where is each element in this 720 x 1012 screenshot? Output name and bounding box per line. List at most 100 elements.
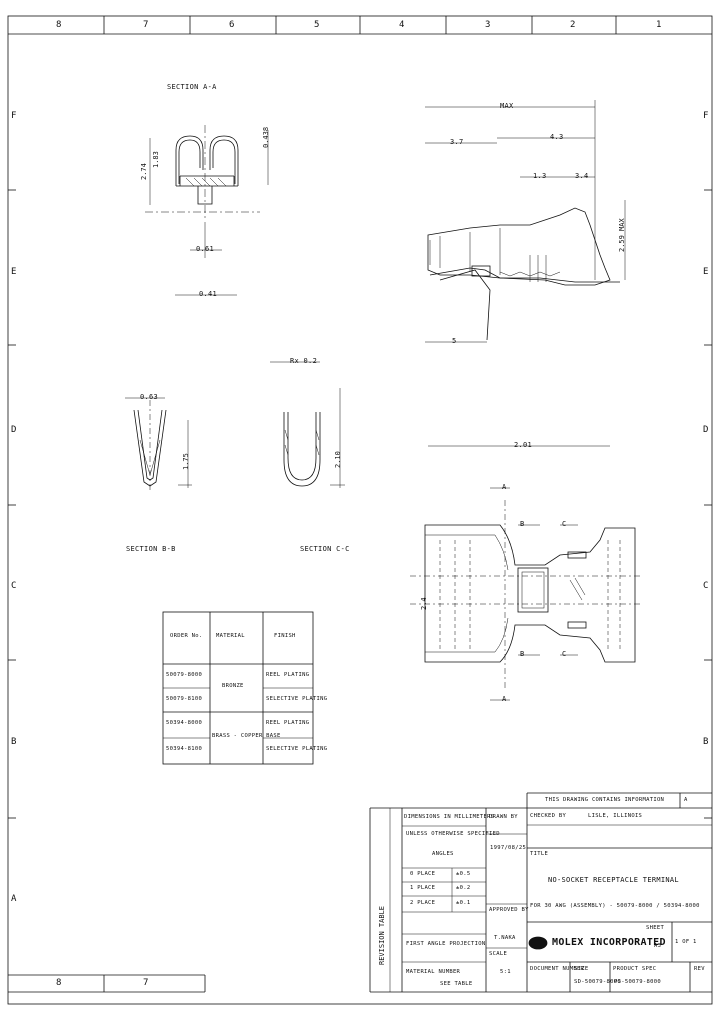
title-rev-label: REV (694, 966, 705, 972)
title-sheet-no-label: SHEET (646, 925, 665, 931)
title-approved-label: APPROVED BY (489, 907, 529, 913)
top-b-top: B (520, 520, 525, 528)
title-drawn-label: DRAWN BY (489, 814, 518, 820)
table-row-order: 50079-8000 (166, 672, 203, 678)
title-sheet-label: THIS DRAWING CONTAINS INFORMATION (545, 797, 665, 803)
zone-row-d-right: D (703, 425, 709, 435)
zone-col-5: 5 (314, 20, 320, 30)
table-header-finish: FINISH (274, 633, 296, 639)
bottom-col-8: 8 (56, 978, 62, 988)
title-general-tol: UNLESS OTHERWISE SPECIFIED (406, 831, 500, 837)
section-c-view (270, 361, 345, 488)
section-a-dim-0: 0.438 (262, 126, 270, 148)
title-scale-val: 5:1 (500, 969, 511, 975)
top-view (410, 445, 640, 701)
title-material-label: MATERIAL NUMBER (406, 969, 461, 975)
title-material-val: SEE TABLE (440, 981, 473, 987)
side-view (425, 100, 626, 343)
title-size-label: SIZE (574, 966, 589, 972)
row-ticks (8, 189, 712, 819)
outer-border (7, 15, 713, 1005)
section-a-dim-2: 2.74 (140, 163, 148, 180)
title-tol-val: ±0.1 (456, 900, 471, 906)
zone-row-c-right: C (703, 581, 709, 591)
table-row-order: 50394-8100 (166, 746, 203, 752)
molex-logo-mark (528, 936, 548, 950)
title-prod-val: PS-50079-8000 (614, 979, 661, 985)
table-row-order: 50394-8000 (166, 720, 203, 726)
table-row-material: BRONZE (222, 683, 244, 689)
zone-col-6: 6 (229, 20, 235, 30)
table-row-finish: REEL PLATING (266, 672, 310, 678)
title-dim-label: DIMENSIONS IN MILLIMETERS (404, 814, 495, 820)
parts-table-grid (162, 611, 314, 765)
table-row-order: 50079-8100 (166, 696, 203, 702)
table-row-finish: SELECTIVE PLATING (266, 746, 328, 752)
top-dim-width: 2.01 (514, 441, 533, 449)
title-title-label: TITLE (530, 851, 549, 857)
zone-row-f-right: F (703, 111, 709, 121)
section-b-view (125, 397, 192, 490)
title-drawn-date: 1997/08/25 (490, 845, 527, 851)
section-b-dim-1: 1.75 (182, 453, 190, 470)
title-tol-val: ±0.5 (456, 871, 471, 877)
title-size-val: A3 (654, 943, 662, 949)
title-block-grid (369, 792, 712, 993)
title-line-2: FOR 30 AWG (ASSEMBLY) - 50079-8000 / 503… (530, 903, 700, 909)
side-dim-top: MAX (500, 102, 514, 110)
zone-row-f-left: F (11, 111, 17, 121)
zone-col-2: 2 (570, 20, 576, 30)
title-doc-label: DOCUMENT NUMBER (530, 966, 585, 972)
title-tol-row: 0 PLACE (410, 871, 436, 877)
top-arrow-a-top: A (502, 483, 507, 491)
title-tol-row: 1 PLACE (410, 885, 436, 891)
top-zone-dividers (103, 16, 617, 34)
section-c-dim-1: 2.10 (334, 451, 342, 468)
zone-col-1: 1 (656, 20, 662, 30)
section-a-dim-1: 1.83 (152, 151, 160, 168)
zone-col-3: 3 (485, 20, 491, 30)
title-approved-val: T.NAKA (494, 935, 516, 941)
side-dim-d4: 3.4 (575, 172, 589, 180)
company-name: MOLEX INCORPORATED (552, 937, 666, 948)
section-a-dim-3: 0.61 (196, 245, 215, 253)
title-prod-spec: PRODUCT SPEC (613, 966, 657, 972)
top-arrow-a-bottom: A (502, 695, 507, 703)
title-line-1: NO-SOCKET RECEPTACLE TERMINAL (548, 876, 679, 884)
table-row-finish: REEL PLATING (266, 720, 310, 726)
title-company-note: LISLE, ILLINOIS (588, 813, 643, 819)
section-a-dim-4: 0.41 (199, 290, 218, 298)
zone-col-7: 7 (143, 20, 149, 30)
revision-strip: REVISION TABLE (378, 905, 386, 965)
zone-col-4: 4 (399, 20, 405, 30)
zone-row-b-left: B (11, 737, 17, 747)
top-dim-left: 2.4 (420, 597, 428, 610)
title-tol-val: ±0.2 (456, 885, 471, 891)
top-c-bottom: C (562, 650, 567, 658)
table-header-material: MATERIAL (216, 633, 245, 639)
side-dim-d1: 3.7 (450, 138, 464, 146)
zone-row-e-left: E (11, 267, 17, 277)
side-dim-d3: 1.3 (533, 172, 547, 180)
zone-col-8: 8 (56, 20, 62, 30)
zone-row-a-left: A (11, 894, 17, 904)
bottom-zone-strip (8, 974, 206, 993)
title-first-angle: FIRST ANGLE PROJECTION (406, 941, 486, 947)
title-sheet-no: 1 OF 1 (675, 939, 697, 945)
title-angle: ANGLES (432, 851, 454, 857)
side-dim-bottom: 5 (452, 337, 457, 345)
zone-row-b-right: B (703, 737, 709, 747)
title-checked-label: CHECKED BY (530, 813, 567, 819)
side-dim-d2: 4.3 (550, 133, 564, 141)
zone-row-d-left: D (11, 425, 17, 435)
side-dim-height: 2.59 MAX (618, 218, 626, 252)
section-c-dim-0: Rx 0.2 (290, 357, 318, 365)
title-rev-val: A (684, 797, 688, 803)
bottom-col-7: 7 (143, 978, 149, 988)
top-b-bottom: B (520, 650, 525, 658)
section-a-title: SECTION A-A (167, 83, 217, 91)
section-c-title: SECTION C-C (300, 545, 350, 553)
section-a-view (145, 125, 269, 296)
section-b-dim-0: 0.63 (140, 393, 159, 401)
